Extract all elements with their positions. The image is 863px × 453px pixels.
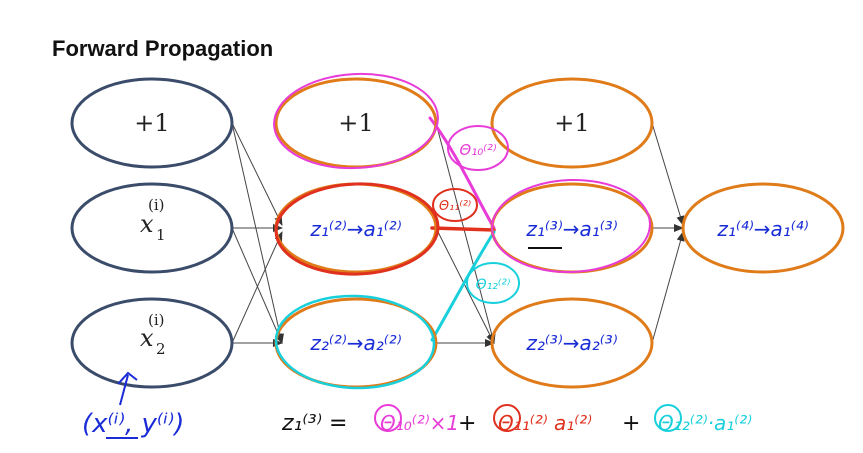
edge xyxy=(435,122,496,344)
x2-base: x xyxy=(140,324,154,352)
bias-node-layer1 xyxy=(70,77,234,169)
a1-layer4-label: z₁⁽⁴⁾→a₁⁽⁴⁾ xyxy=(716,217,808,241)
output-node-a1-layer4 xyxy=(681,182,845,274)
w11-label: Θ₁₁⁽²⁾ xyxy=(439,199,471,214)
bias-label: +1 xyxy=(338,109,373,137)
layer-4: z₁⁽⁴⁾→a₁⁽⁴⁾ xyxy=(681,182,845,274)
eq-plus2: + xyxy=(622,411,640,436)
input-node-x1 xyxy=(70,182,234,274)
a1-layer3-label: z₁⁽³⁾→a₁⁽³⁾ xyxy=(525,217,617,241)
bias-node-layer2 xyxy=(274,77,438,169)
edge xyxy=(231,122,284,344)
eq-term2: Θ₁₁⁽²⁾ a₁⁽²⁾ xyxy=(498,411,592,435)
layer-1: +1 x 1 (i) x 2 (i) xyxy=(70,77,234,389)
edge xyxy=(231,122,283,226)
weight-labels: Θ₁₀⁽²⁾ Θ₁₁⁽²⁾ Θ₁₂⁽²⁾ xyxy=(432,125,520,304)
edges-layer1-layer2 xyxy=(231,122,284,347)
eq-lhs: z₁⁽³⁾ = xyxy=(281,411,347,436)
layer-3: +1 z₁⁽³⁾→a₁⁽³⁾ z₂⁽³⁾→a₂⁽³⁾ xyxy=(490,77,654,389)
x1-base: x xyxy=(140,210,154,238)
hidden-node-a2-layer3 xyxy=(490,297,654,389)
magenta-circle-bias-layer2 xyxy=(273,72,439,170)
a2-layer3-label: z₂⁽³⁾→a₂⁽³⁾ xyxy=(525,331,617,355)
input-node-x2 xyxy=(70,297,234,389)
x2-sub: 2 xyxy=(156,340,166,358)
eq-term2-circle xyxy=(493,404,521,432)
edge xyxy=(651,122,685,226)
eq-term1: Θ₁₀⁽²⁾×1 xyxy=(380,411,459,435)
eq-term1-circle xyxy=(374,404,402,432)
cyan-edge xyxy=(430,230,496,342)
cyan-circle-a2-layer2 xyxy=(274,294,436,390)
up-arrow xyxy=(117,371,138,406)
edges-layer2-layer3 xyxy=(435,122,496,347)
edge xyxy=(435,227,495,344)
bias-label: +1 xyxy=(554,109,589,137)
x1-sub: 1 xyxy=(156,226,166,244)
edges-layer3-layer4 xyxy=(651,122,685,344)
equation: z₁⁽³⁾ = Θ₁₀⁽²⁾×1 + Θ₁₁⁽²⁾ a₁⁽²⁾ + Θ₁₂⁽²⁾… xyxy=(281,404,752,436)
edge xyxy=(231,231,283,344)
a1-layer2-label: z₁⁽²⁾→a₁⁽²⁾ xyxy=(309,217,401,241)
magenta-circle-a1-layer3 xyxy=(491,178,651,274)
magenta-edge xyxy=(428,116,496,230)
w11-circle xyxy=(432,188,478,222)
eq-plus1: + xyxy=(458,411,476,436)
x2-sup: (i) xyxy=(148,311,165,329)
highlighted-edges xyxy=(428,116,496,342)
training-example: (x⁽ⁱ⁾, y⁽ⁱ⁾) xyxy=(82,409,184,439)
edge xyxy=(231,227,283,344)
x1-sup: (i) xyxy=(148,196,165,214)
bias-label: +1 xyxy=(134,109,169,137)
red-circle-a1-layer2 xyxy=(274,182,440,276)
bias-node-layer3 xyxy=(490,77,654,169)
eq-term3: Θ₁₂⁽²⁾·a₁⁽²⁾ xyxy=(658,411,752,435)
page-title: Forward Propagation xyxy=(52,36,274,61)
w10-circle xyxy=(447,125,509,171)
w12-circle xyxy=(466,262,520,304)
eq-term3-circle xyxy=(654,404,682,432)
w12-label: Θ₁₂⁽²⁾ xyxy=(476,277,511,293)
red-edge xyxy=(430,226,496,232)
training-example-annotation: (x⁽ⁱ⁾, y⁽ⁱ⁾) xyxy=(82,371,184,439)
edge xyxy=(651,231,685,344)
layer-2: +1 z₁⁽²⁾→a₁⁽²⁾ z₂⁽²⁾→a₂⁽²⁾ xyxy=(273,72,440,390)
w10-label: Θ₁₀⁽²⁾ xyxy=(459,141,497,159)
a2-layer2-label: z₂⁽²⁾→a₂⁽²⁾ xyxy=(309,331,401,355)
